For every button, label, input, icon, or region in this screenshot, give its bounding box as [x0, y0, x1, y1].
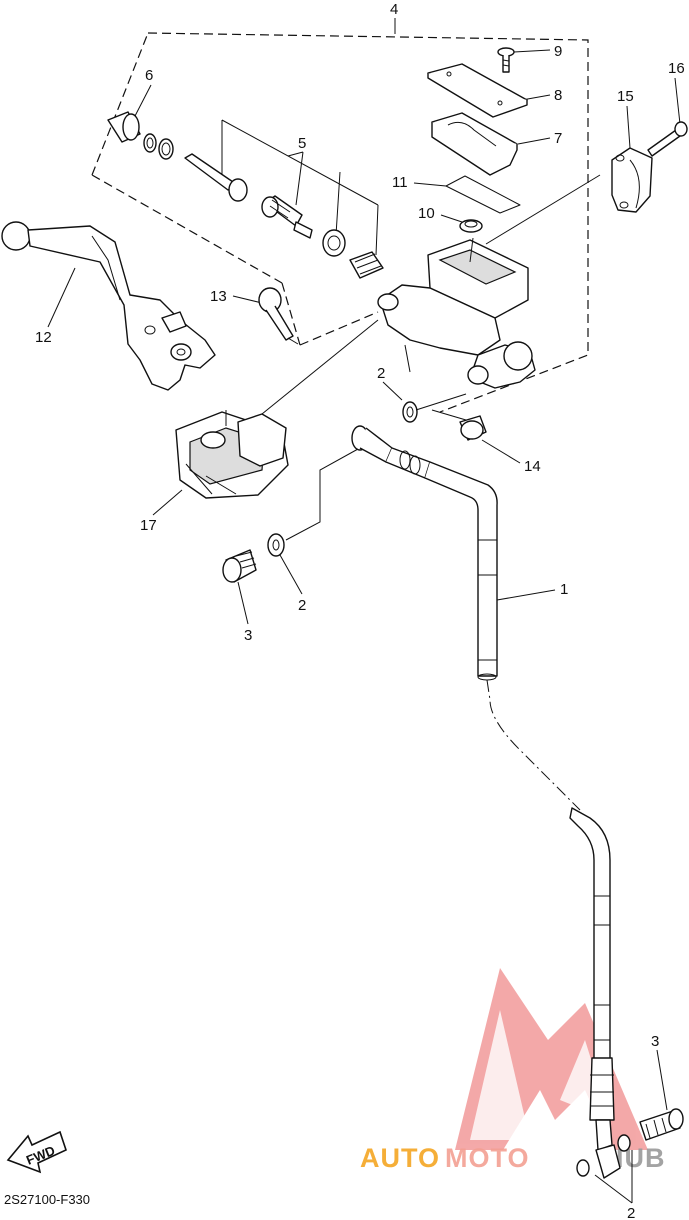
washer-part-2-lower[interactable] [576, 1134, 631, 1179]
screw-part-9[interactable] [497, 47, 515, 73]
assembly-leaders [261, 174, 601, 541]
callout-11: 11 [392, 174, 408, 191]
plate-part-11[interactable] [445, 175, 521, 214]
watermark-auto: AUTO [360, 1143, 440, 1173]
reservoir-cap-part-8[interactable] [427, 63, 528, 118]
master-cylinder-body[interactable] [377, 239, 536, 389]
hose-part-1[interactable] [351, 425, 615, 1151]
clamp-bolt-part-16[interactable] [647, 121, 688, 157]
callout-3b: 3 [651, 1033, 659, 1050]
watermark-logo [455, 968, 648, 1150]
watermark-moto: MOTO [445, 1143, 530, 1173]
brake-lever-part-12[interactable] [1, 221, 216, 391]
assembly-boundary [91, 32, 589, 413]
washer-part-2-left[interactable] [267, 533, 285, 557]
callout-16: 16 [668, 60, 685, 77]
callout-17: 17 [140, 517, 157, 534]
cap-part-14[interactable] [459, 415, 487, 441]
callout-8: 8 [554, 87, 562, 104]
banjo-bolt-part-3-left[interactable] [222, 549, 257, 583]
piston-assembly-part-5[interactable] [184, 153, 384, 279]
callout-2b: 2 [298, 597, 306, 614]
boot-part-6[interactable] [107, 111, 174, 160]
callout-1: 1 [560, 581, 568, 598]
callout-5: 5 [298, 135, 306, 152]
callout-labels: 4 9 8 7 16 15 11 10 6 5 13 12 2 14 17 2 … [35, 1, 685, 1220]
diagram-code: 2S27100-F330 [4, 1192, 90, 1207]
callout-2c: 2 [627, 1205, 635, 1220]
callout-2a: 2 [377, 365, 385, 382]
callout-10: 10 [418, 205, 435, 222]
banjo-bolt-part-3-lower[interactable] [639, 1108, 684, 1141]
callout-9: 9 [554, 43, 562, 60]
callout-4: 4 [390, 1, 398, 18]
diaphragm-part-7[interactable] [431, 112, 518, 176]
callout-14: 14 [524, 458, 541, 475]
callout-15: 15 [617, 88, 634, 105]
callout-6: 6 [145, 67, 153, 84]
pivot-bolt-part-13[interactable] [258, 287, 299, 345]
callout-7: 7 [554, 130, 562, 147]
callout-12: 12 [35, 329, 52, 346]
clamp-part-15[interactable] [611, 147, 653, 213]
callout-3a: 3 [244, 627, 252, 644]
callout-5-bracket [221, 119, 379, 256]
fwd-arrow-icon: FWD [6, 1130, 67, 1174]
callout-13: 13 [210, 288, 227, 305]
grommet-part-10[interactable] [459, 219, 483, 233]
caliper-part-17[interactable] [175, 410, 289, 499]
washer-part-2-upper[interactable] [402, 401, 418, 423]
